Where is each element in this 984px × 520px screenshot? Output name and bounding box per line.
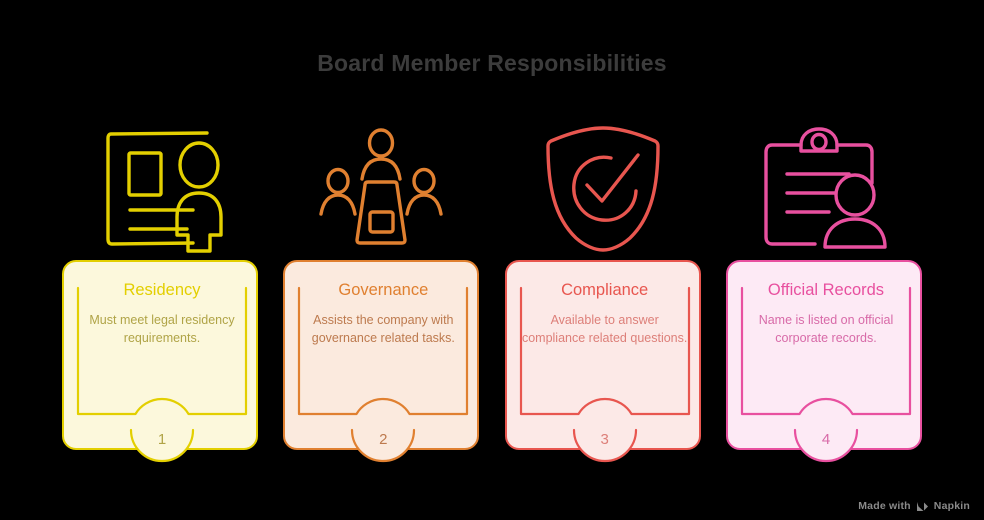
card-number-badge: 2 xyxy=(379,431,388,448)
watermark-text: Made with xyxy=(858,500,911,512)
card-description: Assists the company with governance rela… xyxy=(311,313,455,345)
card-description: Available to answer compliance related q… xyxy=(521,313,688,345)
id-document-person-icon xyxy=(85,118,235,260)
card-number-badge: 4 xyxy=(821,431,831,448)
card-title: Official Records xyxy=(767,281,885,299)
clipboard-person-icon xyxy=(749,118,899,260)
shield-check-icon xyxy=(528,118,678,260)
card-title: Compliance xyxy=(561,281,649,299)
card-title: Residency xyxy=(123,281,201,299)
boardroom-meeting-icon xyxy=(306,118,456,260)
watermark: Made with Napkin xyxy=(858,500,970,512)
card-description: Must meet legal residency requirements. xyxy=(89,313,235,345)
card-number-badge: 1 xyxy=(157,431,167,448)
watermark-brand: Napkin xyxy=(933,500,970,512)
card-number-badge: 3 xyxy=(600,431,609,448)
card-description: Name is listed on official corporate rec… xyxy=(758,313,894,345)
card-title: Governance xyxy=(338,281,429,299)
napkin-logo-icon xyxy=(916,501,929,512)
page-title: Board Member Responsibilities xyxy=(317,50,667,76)
